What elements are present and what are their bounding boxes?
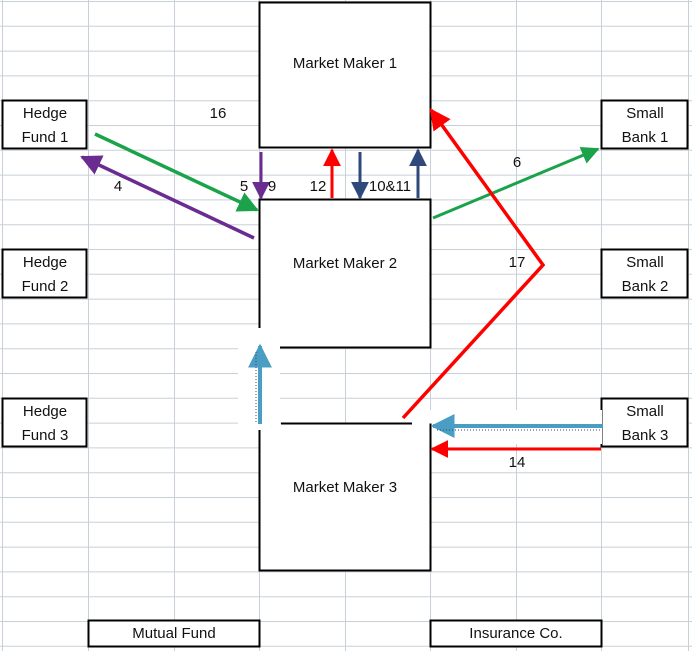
hedge-fund-1-line2: Fund 1 [21, 129, 69, 146]
edge-label-5: 5 [239, 178, 249, 195]
hedge-fund-3-line1: Hedge [22, 403, 68, 420]
edge-label-16: 16 [209, 105, 227, 122]
market-maker-3-fill [260, 424, 430, 570]
small-bank-2-line1: Small [626, 254, 664, 271]
hedge-fund-3-box [1, 397, 88, 448]
small-bank-2-line2: Bank 2 [621, 278, 669, 295]
small-bank-1-line1: Small [626, 105, 664, 122]
edge-label-12: 12 [309, 178, 327, 195]
insurance-co-box [429, 619, 603, 648]
edge-label-9: 9 [267, 178, 277, 195]
small-bank-3-box [600, 397, 689, 448]
small-bank-2-box [600, 248, 689, 299]
market-maker-3-label: Market Maker 3 [292, 479, 398, 496]
edge-label-6: 6 [512, 154, 522, 171]
edge-label-14: 14 [508, 454, 526, 471]
small-bank-3-line1: Small [626, 403, 664, 420]
market-maker-2-label: Market Maker 2 [292, 255, 398, 272]
edge-label-4: 4 [113, 178, 123, 195]
arrow-hf1-to-mm2 [94, 132, 259, 212]
hedge-fund-1-line1: Hedge [22, 105, 68, 122]
small-bank-1-line2: Bank 1 [621, 129, 669, 146]
market-maker-2-box [258, 198, 432, 349]
arrow-mm3-to-mm1-red [401, 108, 546, 420]
mutual-fund-box [87, 619, 261, 648]
edge-label-10-11: 10&11 [368, 178, 412, 195]
arrow-mm2-to-hf1 [80, 155, 255, 240]
market-maker-1-box [258, 1, 432, 149]
mutual-fund-label: Mutual Fund [132, 625, 216, 642]
hedge-fund-2-line1: Hedge [22, 254, 68, 271]
market-maker-1-label: Market Maker 1 [292, 55, 398, 72]
small-bank-1-box [600, 99, 689, 150]
insurance-co-label: Insurance Co. [469, 625, 563, 642]
edge-label-17: 17 [508, 254, 526, 271]
small-bank-3-line2: Bank 3 [621, 427, 669, 444]
hedge-fund-3-line2: Fund 3 [21, 427, 69, 444]
hedge-fund-2-box [1, 248, 88, 299]
hedge-fund-1-box [1, 99, 88, 150]
arrow-mm2-to-sb1 [432, 146, 600, 220]
hedge-fund-2-line2: Fund 2 [21, 278, 69, 295]
